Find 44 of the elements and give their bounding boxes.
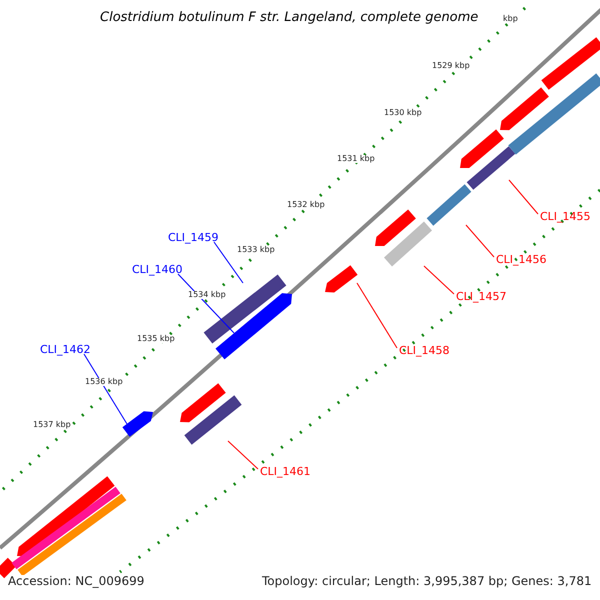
gene-label: CLI_1457 bbox=[456, 291, 507, 302]
leader-line bbox=[228, 440, 258, 470]
scale-label: 1534 kbp bbox=[188, 291, 226, 299]
accession-note: Accession: NC_009699 bbox=[8, 575, 144, 587]
scale-label: 1535 kbp bbox=[137, 335, 175, 343]
leader-line bbox=[508, 180, 538, 214]
gene-label: CLI_1461 bbox=[260, 466, 311, 477]
gene-feature bbox=[384, 222, 432, 266]
scale-label: 1537 kbp bbox=[33, 421, 71, 429]
scale-label: 1529 kbp bbox=[432, 62, 470, 70]
genome-summary: Topology: circular; Length: 3,995,387 bp; Genes: 3,781 bbox=[262, 575, 592, 587]
genome-title: Clostridium botulinum F str. Langeland, complete genome bbox=[100, 11, 478, 24]
leader-line bbox=[424, 266, 454, 294]
leader-line bbox=[466, 224, 494, 258]
scale-label: 1536 kbp bbox=[85, 378, 123, 386]
gene-feature bbox=[508, 73, 600, 155]
gene-feature bbox=[180, 383, 226, 422]
gene-label: CLI_1458 bbox=[399, 345, 450, 356]
gene-label: CLI_1460 bbox=[132, 264, 183, 275]
gene-feature bbox=[375, 210, 416, 246]
scale-label: 1530 kbp bbox=[384, 109, 422, 117]
gene-label: CLI_1459 bbox=[168, 232, 219, 243]
gene-feature bbox=[17, 476, 115, 556]
scale-label: 1532 kbp bbox=[287, 201, 325, 209]
scale-label: kbp bbox=[503, 15, 518, 23]
gene-feature bbox=[466, 146, 516, 190]
gene-feature bbox=[18, 494, 126, 576]
gene-feature bbox=[500, 87, 549, 130]
scale-label: 1533 kbp bbox=[237, 246, 275, 254]
gene-label: CLI_1456 bbox=[496, 254, 547, 265]
leader-line bbox=[84, 354, 128, 424]
scale-label: 1531 kbp bbox=[337, 155, 375, 163]
gene-feature bbox=[541, 37, 600, 90]
gene-label: CLI_1462 bbox=[40, 344, 91, 355]
leader-line bbox=[356, 282, 398, 348]
gene-feature bbox=[460, 129, 504, 168]
gene-feature bbox=[12, 486, 120, 570]
leader-line bbox=[178, 274, 234, 334]
leader-line bbox=[214, 242, 244, 284]
gene-feature bbox=[325, 265, 358, 292]
gene-feature bbox=[122, 411, 153, 437]
gene-label: CLI_1455 bbox=[540, 211, 591, 222]
gene-feature bbox=[426, 184, 472, 226]
gene-feature bbox=[184, 395, 242, 445]
